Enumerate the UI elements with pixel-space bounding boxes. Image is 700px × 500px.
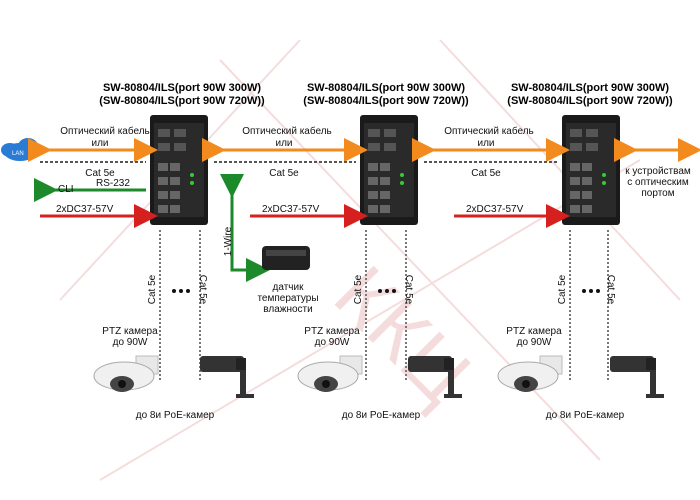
one-wire-label: 1-Wire <box>223 226 235 257</box>
poe-label-2: до 8и PoE-камер <box>341 410 421 421</box>
link-3-optical: Оптический кабель <box>444 126 534 137</box>
link-1-cat: Cat 5e <box>85 168 115 179</box>
dome-camera-2-icon <box>297 355 363 393</box>
link-2-cat: Cat 5e <box>269 168 299 179</box>
link-1-or: или <box>91 138 109 149</box>
cat-vertical-1a: Cat 5e <box>147 274 159 305</box>
poe-label-1: до 8и PoE-камер <box>135 410 215 421</box>
link-2-optical: Оптический кабель <box>242 126 332 137</box>
lan-label: LAN <box>12 151 24 157</box>
power-label-1: 2xDC37-57V <box>56 204 114 215</box>
link-3-or: или <box>477 138 495 149</box>
switch-1-title: SW-80804/ILS(port 90W 300W)(SW-80804/ILS… <box>99 82 265 107</box>
switch-3-icon <box>562 115 620 225</box>
rs232-label: RS-232 <box>96 178 130 189</box>
sensor-icon <box>262 246 310 270</box>
cat-vertical-1b: Cat 5e <box>197 274 209 305</box>
cat-vertical-3a: Cat 5e <box>557 274 569 305</box>
power-label-3: 2xDC37-57V <box>466 204 524 215</box>
switch-3-title: SW-80804/ILS(port 90W 300W)(SW-80804/ILS… <box>507 82 673 107</box>
link-2-or: или <box>275 138 293 149</box>
switch-2-title: SW-80804/ILS(port 90W 300W)(SW-80804/ILS… <box>303 82 469 107</box>
cat-vertical-2b: Cat 5e <box>403 274 415 305</box>
link-1-optical: Оптический кабель <box>60 126 150 137</box>
power-label-2: 2xDC37-57V <box>262 204 320 215</box>
poe-label-3: до 8и PoE-камер <box>545 410 625 421</box>
bullet-camera-3-icon <box>610 356 664 398</box>
dome-camera-1-icon <box>93 355 159 393</box>
link-3-cat: Cat 5e <box>471 168 501 179</box>
bullet-camera-1-icon <box>200 356 254 398</box>
cat-vertical-3b: Cat 5e <box>605 274 617 305</box>
switch-2-icon <box>360 115 418 225</box>
cat-vertical-2a: Cat 5e <box>353 274 365 305</box>
cli-label: CLI <box>58 184 74 195</box>
